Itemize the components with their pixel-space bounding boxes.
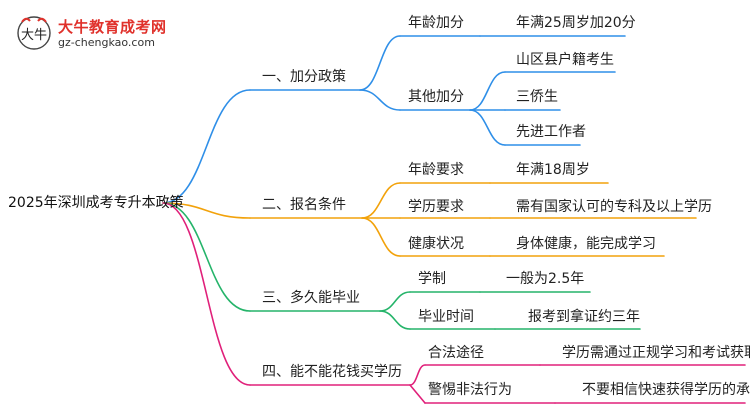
leaf-mountain-county: 山区县户籍考生: [516, 52, 614, 68]
node-graduation-time: 毕业时间: [418, 309, 474, 325]
connector-branch4-legal: [409, 364, 426, 386]
node-beware-illegal: 警惕非法行为: [428, 382, 512, 398]
connector-branch1-age: [359, 35, 401, 91]
connector-branch2-age: [361, 182, 401, 219]
connector-root-branch1: [162, 89, 251, 204]
svg-text:大牛: 大牛: [21, 28, 47, 43]
node-other-bonus: 其他加分: [408, 89, 464, 105]
branch-registration: 二、报名条件: [262, 197, 346, 213]
connector-root-branch4: [162, 202, 251, 386]
leaf-overseas-chinese: 三侨生: [516, 89, 558, 105]
connector-branch4-beware: [409, 384, 426, 404]
branch-bonus-policy: 一、加分政策: [262, 69, 346, 85]
connector-root-branch2: [162, 202, 251, 219]
node-study-length: 学制: [418, 271, 446, 287]
node-health: 健康状况: [408, 236, 464, 252]
branch-buy-degree: 四、能不能花钱买学历: [262, 364, 402, 380]
leaf-three-years: 报考到拿证约三年: [528, 309, 640, 325]
root-topic: 2025年深圳成考专升本政策: [8, 195, 184, 211]
site-name: 大牛教育成考网: [58, 18, 167, 36]
connector-branch3-time: [379, 310, 411, 330]
ox-mascot-icon: 大牛: [17, 16, 51, 50]
connector-other-advanced: [469, 109, 506, 146]
leaf-formal-study: 学历需通过正规学习和考试获取: [562, 345, 750, 361]
site-url: gz-chengkao.com: [58, 36, 155, 49]
connector-branch3-length: [379, 291, 411, 312]
leaf-2-5-years: 一般为2.5年: [506, 271, 585, 287]
leaf-no-fast-degree: 不要相信快速获得学历的承诺: [582, 382, 750, 398]
connector-branch1-other: [359, 89, 401, 111]
leaf-age-25-bonus: 年满25周岁加20分: [516, 15, 636, 31]
branch-graduation: 三、多久能毕业: [262, 290, 360, 306]
leaf-advanced-worker: 先进工作者: [516, 124, 586, 140]
site-logo: 大牛 大牛教育成考网 gz-chengkao.com: [14, 14, 184, 54]
leaf-healthy: 身体健康，能完成学习: [516, 236, 656, 252]
leaf-college-degree: 需有国家认可的专科及以上学历: [516, 199, 712, 215]
connector-branch2-health: [361, 217, 401, 257]
connector-root-branch3: [162, 202, 251, 312]
node-age-bonus: 年龄加分: [408, 15, 464, 31]
node-legal-route: 合法途径: [428, 345, 484, 361]
node-education-requirement: 学历要求: [408, 199, 464, 215]
node-age-requirement: 年龄要求: [408, 162, 464, 178]
connector-other-mountain: [469, 71, 506, 111]
leaf-age-18: 年满18周岁: [516, 162, 590, 178]
